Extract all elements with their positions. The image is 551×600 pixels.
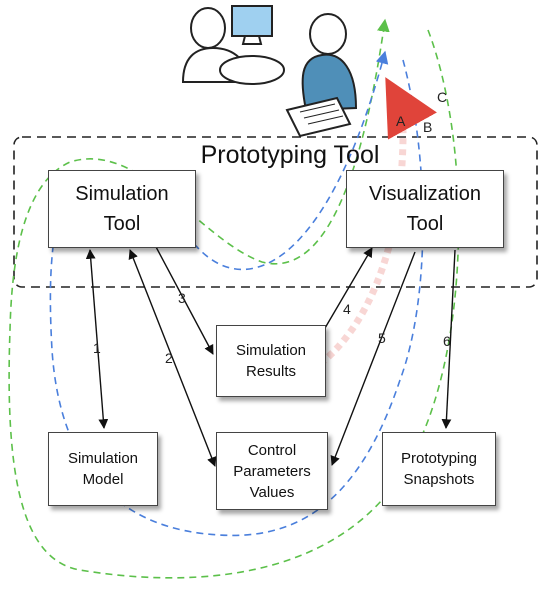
simulation-model-line1: Simulation bbox=[67, 450, 139, 467]
visualization-tool-box: Visualization Tool bbox=[346, 170, 504, 248]
prototyping-snapshots-line1: Prototyping bbox=[401, 450, 477, 467]
simulation-results-line1: Simulation bbox=[235, 342, 307, 359]
edge-label-1: 1 bbox=[93, 340, 101, 356]
visualization-tool-line1: Visualization bbox=[369, 183, 481, 205]
control-parameters-line3: Values bbox=[249, 483, 295, 501]
prototyping-snapshots-box: Prototyping Snapshots bbox=[382, 432, 496, 506]
simulation-tool-line1: Simulation bbox=[75, 183, 169, 205]
prototyping-snapshots-line2: Snapshots bbox=[403, 471, 475, 488]
simulation-model-line2: Model bbox=[82, 471, 124, 488]
edge-label-3: 3 bbox=[178, 290, 186, 306]
arrow-3 bbox=[154, 244, 214, 355]
edge-label-5: 5 bbox=[378, 330, 386, 346]
simulation-tool-box: Simulation Tool bbox=[48, 170, 196, 248]
path-label-c: C bbox=[437, 89, 448, 105]
simulation-model-box: Simulation Model bbox=[48, 432, 158, 506]
simulation-tool-line2: Tool bbox=[103, 213, 141, 235]
prototyping-tool-frame bbox=[13, 136, 538, 288]
path-label-b: B bbox=[423, 119, 433, 135]
simulation-results-line2: Results bbox=[245, 363, 297, 380]
arrow-6 bbox=[441, 249, 456, 429]
prototyping-tool-title: Prototyping Tool bbox=[200, 141, 380, 169]
control-parameters-box: Control Parameters Values bbox=[216, 432, 328, 510]
path-c-green bbox=[8, 18, 460, 579]
arrow-2 bbox=[128, 249, 217, 467]
edge-label-2: 2 bbox=[165, 350, 173, 366]
arrow-4 bbox=[317, 247, 373, 341]
two-people-at-computer-icon bbox=[181, 5, 358, 138]
visualization-tool-line2: Tool bbox=[406, 213, 444, 235]
edge-label-4: 4 bbox=[343, 301, 351, 317]
control-parameters-line1: Control bbox=[247, 441, 297, 459]
path-label-a: A bbox=[396, 113, 406, 129]
arrow-1 bbox=[85, 249, 109, 429]
control-parameters-line2: Parameters bbox=[233, 462, 311, 480]
arrow-5 bbox=[330, 251, 416, 466]
edge-label-6: 6 bbox=[443, 333, 451, 349]
edge-arrows bbox=[85, 244, 456, 467]
simulation-results-box: Simulation Results bbox=[216, 325, 326, 397]
